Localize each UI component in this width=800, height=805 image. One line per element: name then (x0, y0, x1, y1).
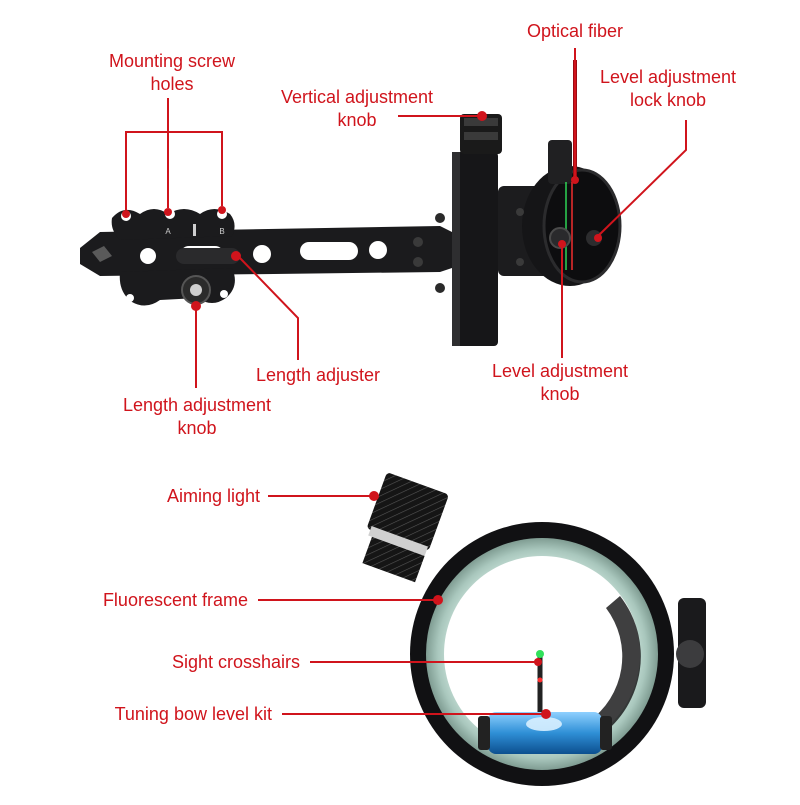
label-line: Mounting screw (108, 51, 236, 71)
label-fluorescent-frame: Fluorescent frame (102, 590, 248, 610)
bar-hole (369, 241, 387, 259)
label-line: knob (337, 110, 377, 130)
knob-grip (464, 118, 498, 126)
callout-dot (191, 301, 201, 311)
mounting-bracket-lower (119, 268, 235, 306)
bracket-mark-a: A (165, 227, 171, 236)
callout-dot (541, 709, 551, 719)
label-sight-crosshairs: Sight crosshairs (171, 652, 300, 672)
callout-mounting-holes (125, 131, 223, 210)
callout-dot (369, 491, 379, 501)
length-adjuster (176, 248, 240, 264)
label-line: Vertical adjustment (280, 87, 434, 107)
callout-dot (433, 595, 443, 605)
callout-lock-knob (597, 120, 687, 237)
label-tuning-bow-level-kit: Tuning bow level kit (114, 704, 272, 724)
label-line: knob (540, 384, 580, 404)
mounting-bracket (111, 209, 235, 240)
callout-dot (477, 111, 487, 121)
logo-mark (92, 246, 112, 262)
aiming-light (362, 473, 448, 583)
label-vertical-adjustment-knob: Vertical adjustment knob (262, 86, 452, 132)
optical-fiber-housing (548, 140, 572, 184)
tuning-bow-level-kit (488, 712, 602, 754)
label-length-adjuster: Length adjuster (255, 365, 381, 385)
callout-dot (164, 208, 172, 216)
label-line: knob (177, 418, 217, 438)
callout-dot (231, 251, 241, 261)
bar-slot (300, 242, 358, 260)
aiming-light-knurled-cap (367, 473, 448, 550)
top-callout-dots (122, 111, 602, 311)
callout-dot (558, 240, 566, 248)
label-level-adjustment-knob: Level adjustment knob (476, 360, 644, 406)
label-optical-fiber: Optical fiber (526, 21, 624, 41)
screw-hole (220, 290, 228, 298)
bottom-callout-dots (369, 491, 551, 719)
label-line: Level adjustment (599, 67, 737, 87)
bar-hole (253, 245, 271, 263)
bottom-callouts (258, 495, 544, 715)
vertical-block-edge (452, 152, 460, 346)
knob-grip (464, 132, 498, 140)
bar-hole (140, 248, 156, 264)
aperture-inner-shadow (588, 596, 641, 736)
level-bubble (526, 717, 562, 731)
aiming-light-collar (368, 526, 429, 556)
scope-closeup (362, 473, 706, 786)
bolt-icon (435, 213, 445, 223)
screw-hole (126, 294, 134, 302)
sight-crosshairs (536, 650, 544, 658)
callout-dot (571, 176, 579, 184)
label-aiming-light: Aiming light (166, 486, 260, 506)
pin-red-dot (537, 677, 543, 683)
label-length-adjustment-knob: Length adjustment knob (104, 394, 290, 440)
label-level-adjustment-lock-knob: Level adjustment lock knob (584, 66, 752, 112)
bracket-indicator (193, 224, 196, 236)
vial-cap (478, 716, 490, 750)
callout-dot (218, 206, 226, 214)
vertical-block (452, 152, 498, 346)
label-line: holes (150, 74, 194, 94)
bolt-icon (516, 208, 524, 216)
label-line: Length adjustment (122, 395, 272, 415)
bolt-icon (413, 257, 423, 267)
aiming-light-base (362, 536, 425, 583)
mount-knob (676, 640, 704, 668)
vial-cap (600, 716, 612, 750)
callout-length-adjuster (237, 255, 299, 360)
label-line: lock knob (629, 90, 707, 110)
bolt-icon (435, 283, 445, 293)
top-callouts (125, 48, 687, 388)
bolt-icon (516, 258, 524, 266)
knob-logo-icon (190, 284, 202, 296)
callout-dot (594, 234, 602, 242)
label-line: Level adjustment (491, 361, 629, 381)
bracket-mark-b: B (219, 227, 224, 236)
callout-dot (122, 210, 130, 218)
sight-assembly: A B (80, 60, 622, 346)
label-mounting-screw-holes: Mounting screw holes (92, 50, 252, 96)
callout-dot (534, 658, 542, 666)
bolt-icon (413, 237, 423, 247)
